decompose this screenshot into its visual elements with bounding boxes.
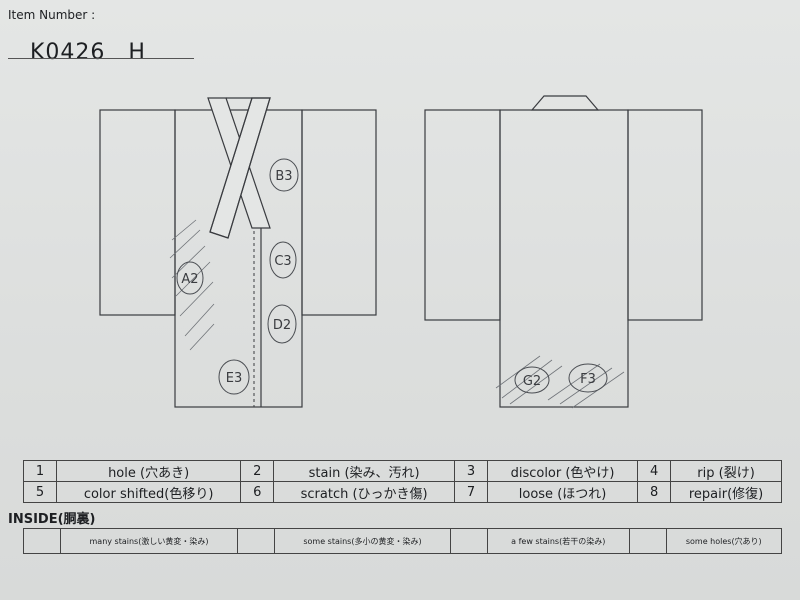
kimono-front-diagram	[99, 97, 377, 408]
front-mark-a2: A2	[176, 261, 204, 295]
inside-checkbox-cell[interactable]	[23, 528, 61, 554]
collar-overlap	[209, 97, 271, 239]
back-collar	[530, 95, 600, 111]
svg-text:F3: F3	[580, 372, 596, 387]
legend-row: 5 color shifted(色移り) 6 scratch (ひっかき傷) 7…	[23, 481, 782, 503]
legend-number: 4	[637, 460, 672, 482]
front-body	[174, 109, 303, 408]
legend-text: scratch (ひっかき傷)	[273, 481, 455, 503]
legend-text: hole (穴あき)	[55, 460, 242, 482]
legend-number: 5	[23, 481, 57, 503]
front-left-sleeve	[99, 109, 176, 316]
damage-legend-table: 1 hole (穴あき) 2 stain (染み、汚れ) 3 discolor …	[23, 460, 782, 503]
svg-text:E3: E3	[226, 371, 243, 386]
svg-text:D2: D2	[273, 318, 291, 333]
inside-lining-table: many stains(激しい黄変・染み) some stains(多小の黄変・…	[23, 528, 783, 554]
legend-number: 1	[23, 460, 57, 482]
kimono-back-diagram	[424, 95, 703, 408]
inside-option-text: a few stains(若干の染み)	[486, 528, 630, 554]
inside-option-text: many stains(激しい黄変・染み)	[60, 528, 238, 554]
svg-text:A2: A2	[181, 272, 198, 287]
back-body	[499, 109, 629, 408]
front-mark-b3: B3	[269, 158, 299, 192]
inside-checkbox-cell[interactable]	[236, 528, 275, 554]
legend-number: 8	[637, 481, 672, 503]
legend-text: stain (染み、汚れ)	[273, 460, 455, 482]
back-damage-marks: G2 F3	[514, 363, 608, 394]
front-mark-d2: D2	[267, 304, 297, 344]
item-number-value: K0426 H	[30, 40, 146, 65]
inside-row: many stains(激しい黄変・染み) some stains(多小の黄変・…	[23, 528, 783, 554]
back-mark-g2: G2	[514, 366, 550, 394]
svg-text:C3: C3	[274, 254, 291, 269]
legend-text: loose (ほつれ)	[486, 481, 639, 503]
legend-text: repair(修復)	[670, 481, 782, 503]
legend-row: 1 hole (穴あき) 2 stain (染み、汚れ) 3 discolor …	[23, 460, 782, 482]
item-number-label: Item Number :	[8, 8, 96, 22]
legend-number: 7	[454, 481, 488, 503]
inside-section-title: INSIDE(胴裏)	[8, 512, 96, 527]
inside-option-text: some holes(穴あり)	[665, 528, 783, 554]
legend-number: 2	[240, 460, 275, 482]
back-right-sleeve	[627, 109, 703, 321]
legend-text: rip (裂け)	[670, 460, 782, 482]
front-mark-e3: E3	[218, 359, 250, 395]
back-mark-f3: F3	[568, 363, 608, 393]
inside-option-text: some stains(多小の黄変・染み)	[273, 528, 451, 554]
front-mark-c3: C3	[269, 241, 297, 279]
legend-text: discolor (色やけ)	[486, 460, 639, 482]
legend-text: color shifted(色移り)	[55, 481, 242, 503]
front-damage-marks: B3 A2 C3 D2 E3	[176, 158, 299, 395]
front-right-sleeve	[301, 109, 377, 316]
legend-number: 3	[454, 460, 488, 482]
item-number-underline	[8, 58, 194, 59]
back-left-sleeve	[424, 109, 501, 321]
legend-number: 6	[240, 481, 275, 503]
svg-text:G2: G2	[523, 374, 541, 389]
svg-text:B3: B3	[275, 169, 292, 184]
inside-checkbox-cell[interactable]	[449, 528, 488, 554]
inside-checkbox-cell[interactable]	[628, 528, 667, 554]
